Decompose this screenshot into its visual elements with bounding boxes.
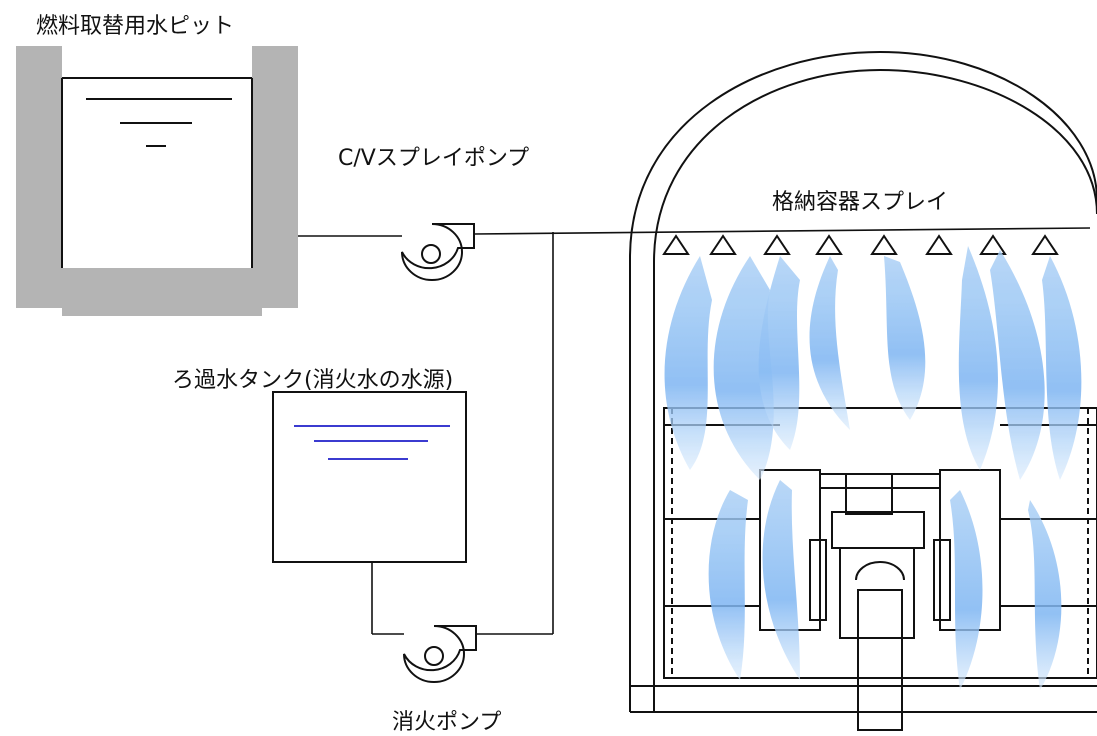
cv-spray-pump bbox=[401, 223, 475, 281]
filtered-water-tank bbox=[272, 391, 467, 563]
fuel-pit-label: 燃料取替用水ピット bbox=[36, 14, 235, 39]
containment-spray-label: 格納容器スプレイ bbox=[772, 190, 949, 215]
nozzle-2 bbox=[709, 234, 737, 255]
spray-nozzles bbox=[662, 234, 1059, 255]
fuel-pit bbox=[16, 46, 298, 316]
nozzle-4 bbox=[815, 234, 843, 255]
cv-spray-pump-label: C/Vスプレイポンプ bbox=[338, 146, 530, 171]
spray-plumes bbox=[664, 246, 1082, 690]
nozzle-7 bbox=[979, 234, 1007, 255]
fire-pump-label: 消火ポンプ bbox=[392, 710, 502, 735]
nozzle-1 bbox=[662, 234, 690, 255]
nozzle-3 bbox=[763, 234, 791, 255]
piping bbox=[298, 227, 1091, 635]
nozzle-6 bbox=[925, 234, 953, 255]
nozzle-8 bbox=[1031, 234, 1059, 255]
fire-pump bbox=[403, 625, 477, 683]
filtered-water-tank-label: ろ過水タンク(消火水の水源) bbox=[172, 368, 454, 393]
nozzle-5 bbox=[870, 234, 898, 255]
